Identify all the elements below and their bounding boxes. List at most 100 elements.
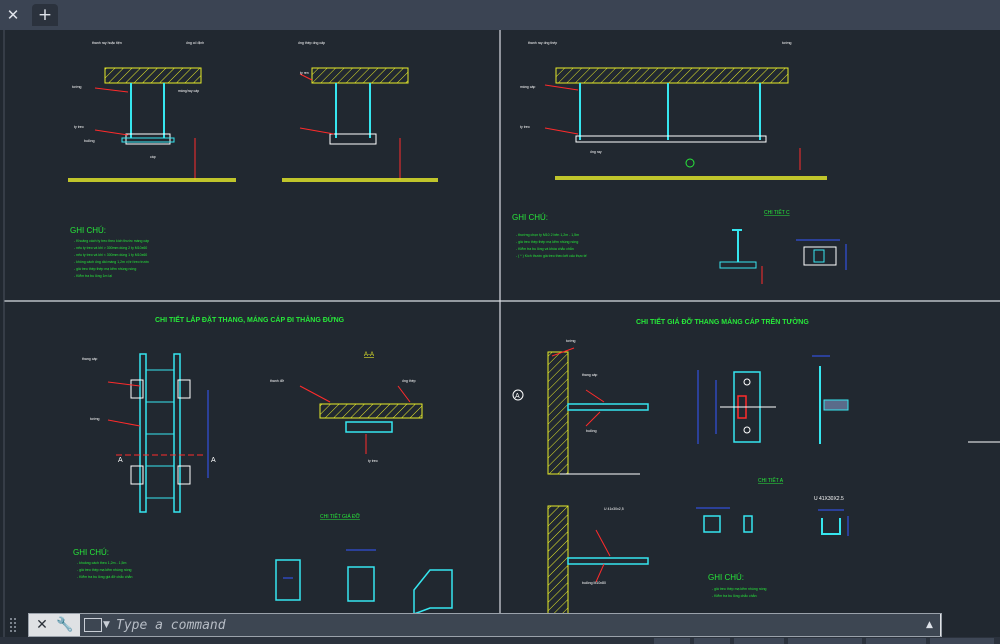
wall-section	[547, 505, 569, 617]
callout-label: thanh ray ống thép	[528, 41, 557, 45]
note-line: - giá treo thép mạ kẽm nhúng nóng	[712, 587, 767, 591]
bolt-hole	[743, 426, 751, 434]
leader	[94, 129, 129, 136]
quad1-notes-title: GHI CHÚ:	[70, 226, 106, 235]
detail-plate	[275, 559, 301, 601]
callout-label: tường	[782, 41, 792, 45]
callout-label: tường	[566, 339, 576, 343]
command-input[interactable]	[116, 616, 916, 634]
ceiling-slab	[311, 67, 409, 84]
callout-label: bulông	[84, 139, 95, 143]
ceiling-slab	[104, 67, 202, 84]
tray-section	[823, 399, 849, 411]
quad3-detail-title: CHI TIẾT GIÁ ĐỠ	[320, 513, 361, 520]
note-line: - khoảng cách theo 1,2m - 1,5m	[77, 561, 126, 565]
quad1-labels: thanh ray hoặc tiện ống cố định tường máng/…	[72, 41, 325, 159]
callout-label: thang cáp	[82, 357, 97, 361]
leader	[107, 419, 141, 427]
close-icon[interactable]: ✕	[36, 617, 48, 633]
leader	[544, 84, 579, 91]
callout-label: cáp	[150, 155, 156, 159]
ceiling-slab	[555, 67, 789, 84]
quad2-drawing	[544, 67, 847, 284]
callout-label: bulông	[586, 429, 597, 433]
quad2-notes: - thường chọn ty M10 2 bên 1,2m - 1,5m - …	[516, 233, 587, 258]
wall-bracket	[130, 465, 144, 485]
note-line: - giá treo thép thép mạ kẽm nhúng nóng	[516, 240, 578, 244]
note-line: - thường chọn ty M10 2 bên 1,2m - 1,5m	[516, 233, 579, 237]
status-item[interactable]	[654, 638, 690, 644]
note-line: - không cách ống dài máng 1,2m vị trí tr…	[74, 260, 149, 264]
note-line: - Kiểm tra bu lông 1m lại	[74, 274, 112, 278]
bracket	[121, 137, 175, 143]
callout-label: máng/ray cáp	[178, 89, 199, 93]
quad3-notes: - khoảng cách theo 1,2m - 1,5m - giá treo…	[77, 561, 132, 579]
callout-label: ống cố định	[186, 41, 204, 45]
detail-c-title: CHI TIẾT C	[764, 209, 790, 216]
leader	[585, 389, 605, 403]
clip	[813, 249, 825, 263]
u-profile-label: U 41X30X2.5	[814, 496, 844, 502]
wrench-icon[interactable]: 🔧	[56, 617, 74, 633]
leader	[585, 411, 601, 427]
note-line: - nếu ty treo và khi < 300mm dùng 1 ty M…	[74, 253, 147, 257]
status-item[interactable]	[866, 638, 926, 644]
callout-label: bulông M10x80	[582, 581, 606, 585]
status-item[interactable]	[788, 638, 862, 644]
wall-section	[547, 351, 569, 475]
note-line: - Kiểm tra bu lông chắc chắn	[712, 593, 757, 598]
note-line: - Kiểm tra bu lông và khóa chắc chắn	[516, 246, 574, 251]
note-line: - ( * ) Kích thước giá treo theo kết cấu…	[516, 254, 587, 258]
status-item[interactable]	[734, 638, 784, 644]
u-channel	[821, 518, 841, 535]
section-mark-right: A	[211, 457, 216, 464]
section-mark-a: A	[515, 393, 520, 400]
note-line: - giá treo thép mạ kẽm nhúng nóng	[77, 568, 132, 572]
section-title-aa: A-A	[364, 352, 374, 358]
quad4-notes-title: GHI CHÚ:	[708, 573, 744, 582]
drawing-viewport[interactable]: thanh ray hoặc tiện ống cố định tường máng/…	[0, 30, 1000, 644]
callout-label: thanh ray hoặc tiện	[92, 41, 122, 45]
leader	[299, 385, 331, 403]
detail-plate	[347, 566, 375, 602]
leader	[544, 127, 579, 135]
tab-bar: ✕ +	[0, 0, 1000, 30]
leader	[595, 563, 605, 583]
floor	[68, 178, 236, 182]
quad2-notes-title: GHI CHÚ:	[512, 213, 548, 222]
quad3-title: CHI TIẾT LẮP ĐẶT THANG, MÁNG CÁP ĐI THẲN…	[155, 314, 345, 324]
close-icon[interactable]: ✕	[6, 6, 20, 24]
bracket-arm	[567, 403, 649, 411]
tray	[329, 133, 377, 145]
callout-label: ty treo	[520, 125, 530, 129]
quad4-notes: - giá treo thép mạ kẽm nhúng nóng - Kiểm …	[712, 587, 767, 598]
tray	[575, 135, 767, 143]
quad4-detail-title: CHI TIẾT A	[758, 477, 784, 484]
callout-label: ty treo	[74, 125, 84, 129]
callout-label: ống thép ống cấp	[298, 41, 325, 45]
callout-label: thang cáp	[582, 373, 597, 377]
bracket-arm	[567, 557, 649, 565]
status-item[interactable]	[694, 638, 730, 644]
callout-label: tường	[72, 85, 82, 89]
command-grip-icon[interactable]	[6, 614, 22, 636]
quad1-drawing	[68, 67, 438, 182]
chevron-up-icon[interactable]: ▲	[926, 620, 933, 630]
callout-label: ty treo	[368, 459, 378, 463]
new-tab-button[interactable]: +	[32, 4, 58, 26]
callout-label: tường	[90, 417, 100, 421]
floor	[282, 178, 438, 182]
leader	[551, 347, 575, 357]
wall-bracket	[130, 379, 144, 399]
tray-section	[345, 421, 393, 433]
quad4-drawing	[512, 347, 849, 617]
callout-label: ty ren	[300, 71, 309, 75]
callout-label: thanh đỡ	[270, 379, 285, 383]
drawing-canvas[interactable]: thanh ray hoặc tiện ống cố định tường máng/…	[0, 30, 1000, 644]
ladder-rail	[173, 353, 181, 513]
terminal-icon[interactable]	[84, 618, 102, 632]
quad3-notes-title: GHI CHÚ:	[73, 548, 109, 557]
status-item[interactable]	[930, 638, 994, 644]
chevron-down-icon[interactable]: ▼	[103, 620, 110, 630]
